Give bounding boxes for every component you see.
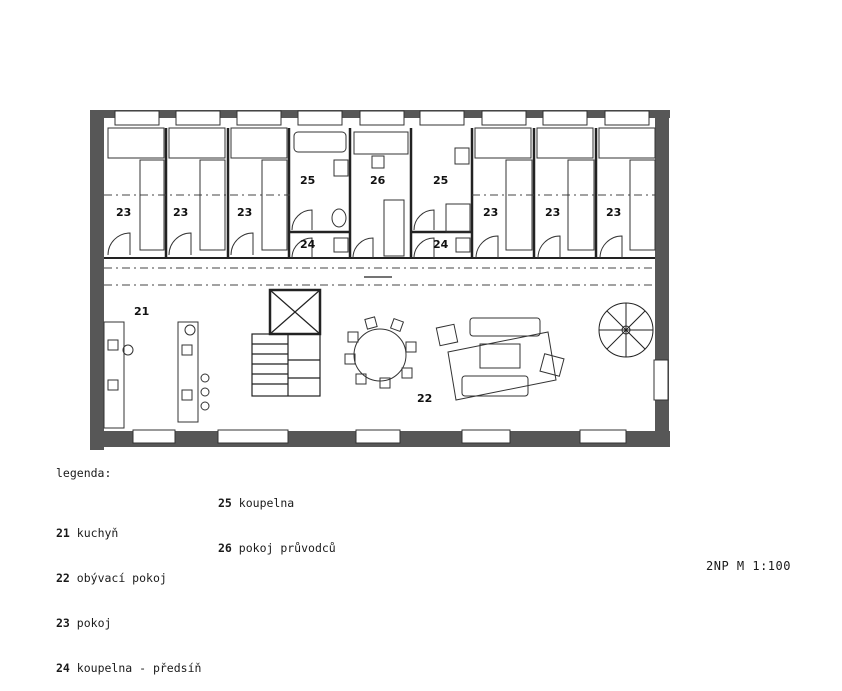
floor-plan: 21 22 23 23 23 23 23 23 24 24 25 25 26 <box>90 110 670 450</box>
room-number-26: 26 <box>370 174 386 187</box>
beds <box>107 127 656 251</box>
legend-column-left: 21 kuchyň 22 obývací pokoj 23 pokoj 24 k… <box>56 496 201 691</box>
room-number-23: 23 <box>237 206 252 219</box>
room-number-24: 24 <box>300 238 316 251</box>
spiral-staircase <box>598 302 654 358</box>
room-number-22: 22 <box>417 392 432 405</box>
legend-item: 22 obývací pokoj <box>56 571 167 585</box>
room-number-24: 24 <box>433 238 449 251</box>
outer-walls <box>90 110 670 450</box>
room-number-23: 23 <box>173 206 188 219</box>
room-number-21: 21 <box>134 305 149 318</box>
living-furniture <box>435 317 565 401</box>
legend-title: legenda: <box>56 466 112 480</box>
kitchen-counters <box>103 321 210 429</box>
door-swings <box>107 209 623 259</box>
corridor-lines <box>104 194 655 286</box>
legend-column-right: 25 koupelna 26 pokoj průvodců <box>218 466 336 571</box>
staircase <box>251 288 322 397</box>
room-number-25: 25 <box>433 174 448 187</box>
legend-item: 24 koupelna - předsíň <box>56 661 202 675</box>
dining-table <box>344 316 417 389</box>
legend-item: 21 kuchyň <box>56 526 119 540</box>
room-number-23: 23 <box>606 206 621 219</box>
partitions <box>104 128 655 259</box>
room-number-23: 23 <box>116 206 131 219</box>
windows-bottom <box>132 359 669 444</box>
legend-item: 25 koupelna <box>218 496 295 510</box>
bathroom-fixtures <box>293 131 471 257</box>
legend-item: 23 pokoj <box>56 616 112 630</box>
scale-label: 2NP M 1:100 <box>706 559 791 573</box>
legend-item: 26 pokoj průvodců <box>218 541 336 555</box>
windows-top <box>114 110 650 126</box>
room-number-23: 23 <box>483 206 498 219</box>
room-number-25: 25 <box>300 174 315 187</box>
room-number-23: 23 <box>545 206 560 219</box>
